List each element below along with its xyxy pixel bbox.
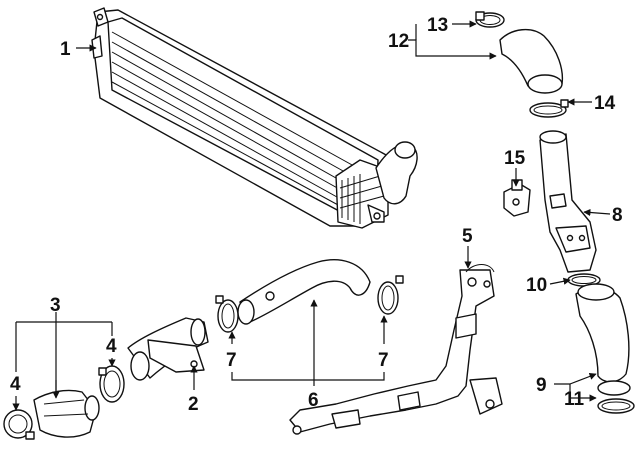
callouts: 1 12 13 14 15 8 5 10 9 11 3 4 4 2 7 7 6 — [10, 15, 623, 415]
lower-hose — [575, 283, 630, 383]
callout-2: 2 — [188, 394, 199, 415]
charge-air-pipe — [539, 130, 597, 273]
callout-11: 11 — [564, 389, 585, 410]
upper-turbo-hose — [499, 29, 564, 94]
callout-10: 10 — [526, 275, 547, 296]
callout-13: 13 — [427, 15, 448, 36]
callout-4-right: 4 — [106, 336, 117, 357]
callout-4-left: 4 — [10, 374, 21, 395]
callout-3: 3 — [50, 295, 61, 316]
intercooler — [91, 7, 418, 229]
hose-clamp-7-left — [215, 295, 239, 333]
hose-clamp-7-right — [377, 275, 404, 315]
turbo-elbow — [33, 389, 100, 438]
intercooler-inlet-hose — [237, 259, 371, 325]
hose-clamp-4-right — [98, 365, 125, 403]
hose-clamp-4-left — [3, 409, 35, 440]
leader-lines — [12, 20, 611, 411]
sensor-bracket — [503, 179, 531, 217]
intercooler-outlet-tube — [289, 264, 503, 435]
callout-9: 9 — [536, 375, 547, 396]
hose-clamp-14 — [529, 99, 569, 118]
callout-12: 12 — [388, 31, 409, 52]
charge-air-tube — [127, 317, 209, 381]
callout-7-right: 7 — [378, 350, 389, 371]
hose-clamp-13 — [475, 11, 505, 28]
callout-8: 8 — [612, 205, 623, 226]
callout-1: 1 — [60, 39, 71, 60]
callout-6: 6 — [308, 390, 319, 411]
hose-clamp-11 — [597, 380, 635, 414]
callout-5: 5 — [462, 226, 473, 247]
callout-14: 14 — [594, 93, 616, 114]
callout-7-left: 7 — [226, 350, 237, 371]
callout-15: 15 — [504, 148, 526, 169]
